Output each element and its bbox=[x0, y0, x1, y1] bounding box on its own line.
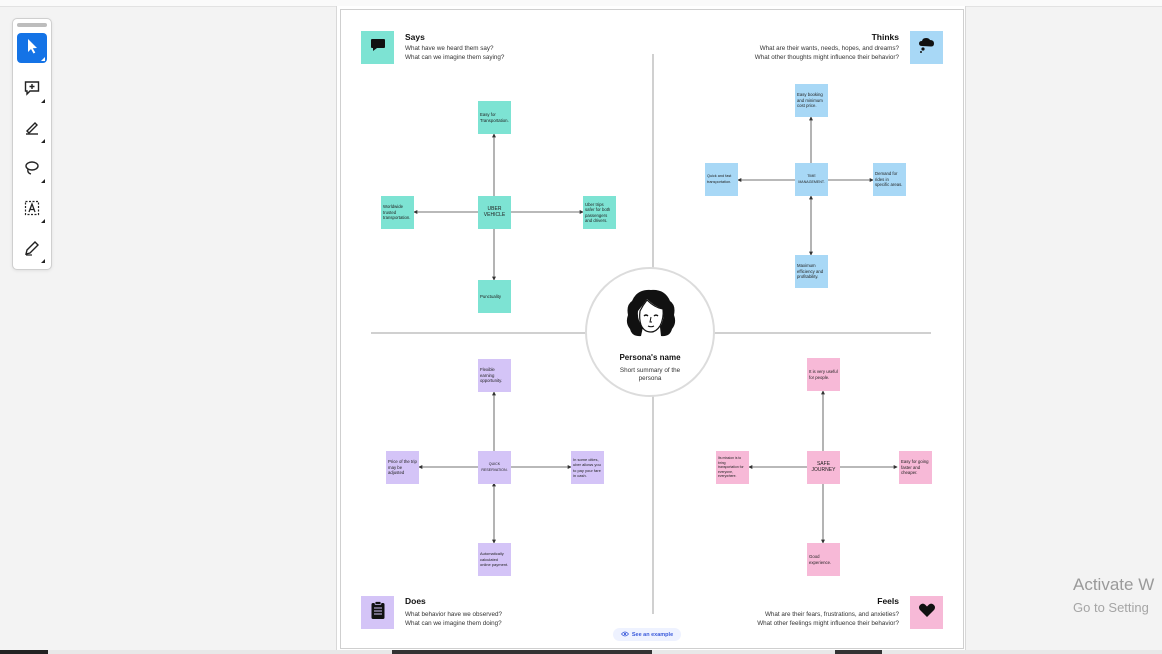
persona-summary: Short summary of the persona bbox=[619, 367, 681, 382]
select-tool-button[interactable] bbox=[17, 33, 47, 63]
sticky-note[interactable]: Punctuality bbox=[478, 280, 511, 313]
does-icon-tile bbox=[361, 596, 394, 629]
says-question-2: What can we imagine them saying? bbox=[405, 54, 505, 61]
bottom-bar-segment bbox=[392, 650, 652, 654]
sticky-note-center[interactable]: TIME MANAGEMENT. bbox=[795, 163, 828, 196]
lasso-icon bbox=[23, 159, 41, 182]
speech-bubble-icon bbox=[369, 36, 387, 59]
sticky-note[interactable]: Worldwide trusted transportation. bbox=[381, 196, 414, 229]
empathy-map-board: Says What have we heard them say? What c… bbox=[340, 9, 964, 649]
sticky-note[interactable]: Easy for going faster and cheaper. bbox=[899, 451, 932, 484]
submenu-corner bbox=[41, 139, 45, 143]
feels-icon-tile bbox=[910, 596, 943, 629]
bottom-bar-segment bbox=[835, 650, 882, 654]
does-question-2: What can we imagine them doing? bbox=[405, 620, 502, 627]
annotation-toolbar bbox=[12, 18, 52, 270]
submenu-corner bbox=[41, 179, 45, 183]
see-example-button[interactable]: See an example bbox=[613, 628, 681, 641]
sticky-note-center[interactable]: QUICK RESERVATION. bbox=[478, 451, 511, 484]
sticky-note[interactable]: Flexible earning opportunity. bbox=[478, 359, 511, 392]
sticky-note[interactable]: Demand for rides in specific areas. bbox=[873, 163, 906, 196]
persona-avatar bbox=[623, 287, 679, 343]
toolbar-grip[interactable] bbox=[17, 23, 47, 27]
thinks-title: Thinks bbox=[871, 32, 899, 42]
sticky-note[interactable]: Its mission is to bring transportation f… bbox=[716, 451, 749, 484]
submenu-corner bbox=[41, 57, 45, 61]
add-comment-button[interactable] bbox=[17, 75, 47, 105]
activation-watermark-line2: Go to Setting bbox=[1073, 600, 1149, 615]
says-question-1: What have we heard them say? bbox=[405, 45, 494, 52]
sticky-note[interactable]: In some cities, uber allows you to pay y… bbox=[571, 451, 604, 484]
text-box-icon bbox=[23, 199, 41, 222]
submenu-corner bbox=[41, 219, 45, 223]
thinks-question-1: What are their wants, needs, hopes, and … bbox=[759, 45, 899, 52]
does-title: Does bbox=[405, 596, 426, 606]
sticky-note[interactable]: Automatically calculated online payment. bbox=[478, 543, 511, 576]
highlighter-icon bbox=[23, 119, 41, 142]
persona-circle: Persona's name Short summary of the pers… bbox=[585, 267, 715, 397]
heart-icon bbox=[918, 602, 936, 623]
text-box-button[interactable] bbox=[17, 195, 47, 225]
submenu-corner bbox=[41, 99, 45, 103]
sticky-note-center[interactable]: UBER VEHICLE bbox=[478, 196, 511, 229]
feels-question-1: What are their fears, frustrations, and … bbox=[764, 611, 899, 618]
connector-arrows bbox=[413, 116, 898, 544]
bottom-bar-segment bbox=[0, 650, 48, 654]
says-icon-tile bbox=[361, 31, 394, 64]
eye-icon bbox=[620, 631, 629, 639]
activation-watermark-line1: Activate W bbox=[1073, 575, 1155, 594]
sticky-note[interactable]: Quick and fast transportation. bbox=[705, 163, 738, 196]
sticky-note[interactable]: Maximum efficiency and profitability. bbox=[795, 255, 828, 288]
clipboard-icon bbox=[370, 600, 386, 625]
thinks-icon-tile bbox=[910, 31, 943, 64]
sticky-note[interactable]: Price of the trip may be adjusted bbox=[386, 451, 419, 484]
does-question-1: What behavior have we observed? bbox=[405, 611, 502, 618]
thought-cloud-icon bbox=[917, 36, 937, 59]
submenu-corner bbox=[41, 259, 45, 263]
comment-plus-icon bbox=[23, 79, 41, 102]
feels-title: Feels bbox=[877, 596, 899, 606]
see-example-label: See an example bbox=[631, 631, 674, 638]
sticky-note[interactable]: It is very useful for people. bbox=[807, 358, 840, 391]
persona-name: Persona's name bbox=[619, 353, 681, 362]
sticky-note[interactable]: Good experience. bbox=[807, 543, 840, 576]
sticky-note[interactable]: Uber trips safer for both passengers and… bbox=[583, 196, 616, 229]
feels-question-2: What other feelings might influence thei… bbox=[757, 620, 899, 627]
cursor-icon bbox=[23, 37, 41, 60]
says-title: Says bbox=[405, 32, 425, 42]
draw-button[interactable] bbox=[17, 235, 47, 265]
sticky-note-center[interactable]: SAFE JOURNEY bbox=[807, 451, 840, 484]
lasso-button[interactable] bbox=[17, 155, 47, 185]
sticky-note[interactable]: Easy for Transportation. bbox=[478, 101, 511, 134]
pen-icon bbox=[23, 239, 41, 262]
document-page: Says What have we heard them say? What c… bbox=[336, 6, 966, 650]
highlight-button[interactable] bbox=[17, 115, 47, 145]
thinks-question-2: What other thoughts might influence thei… bbox=[754, 54, 899, 61]
sticky-note[interactable]: Easy booking and minimum cost price. bbox=[795, 84, 828, 117]
